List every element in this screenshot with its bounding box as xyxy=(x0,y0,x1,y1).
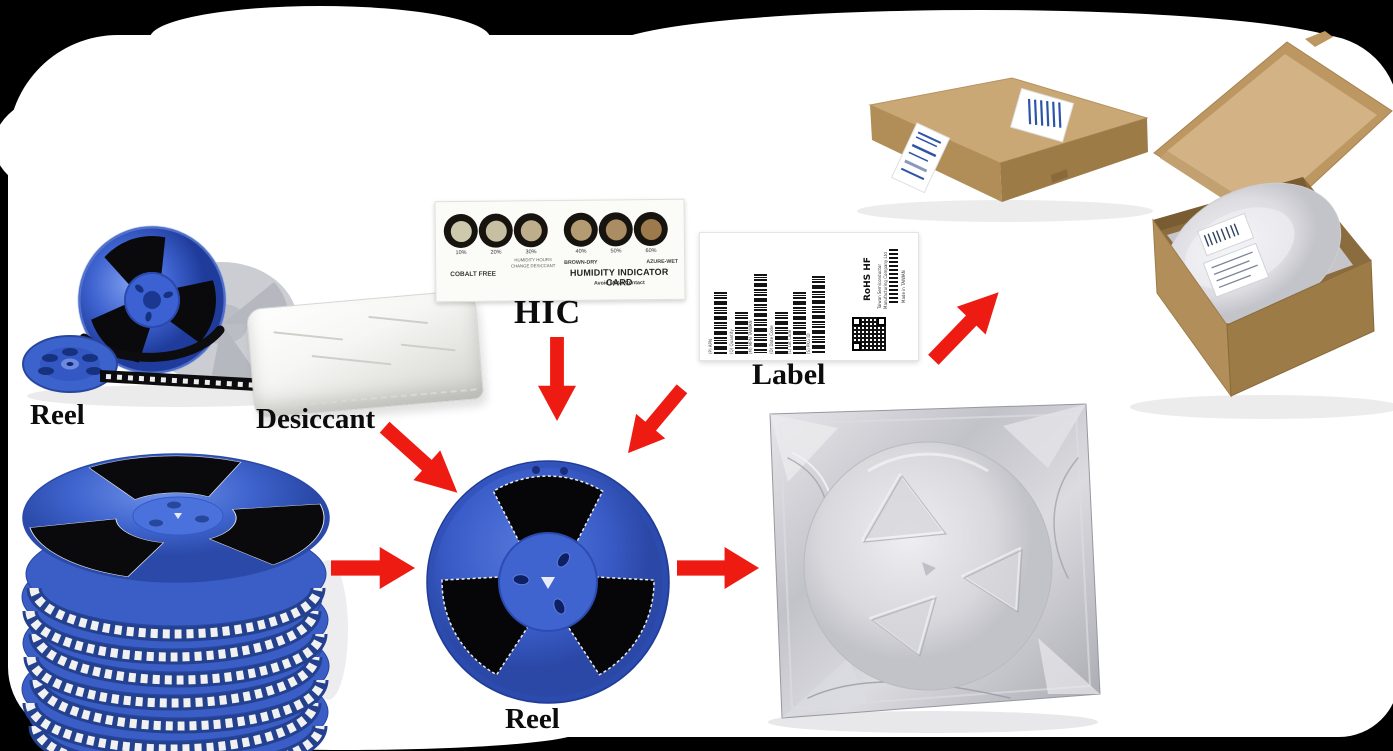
closed-box xyxy=(868,77,1149,202)
hic-spot xyxy=(478,213,513,248)
caption-label: Label xyxy=(752,358,826,391)
label-field: (M) MPN TAIWAN xyxy=(748,320,753,354)
caption-reel-source: Reel xyxy=(30,399,85,431)
box-side-label xyxy=(890,122,951,194)
barcode xyxy=(775,312,788,354)
packet-print-line xyxy=(400,343,456,352)
large-reel xyxy=(77,225,227,375)
label-field: (L) Lot Code xyxy=(787,329,792,354)
caption-reel-center: Reel xyxy=(505,703,560,735)
barcode xyxy=(735,312,748,354)
barcode xyxy=(889,249,898,303)
hic-spot xyxy=(633,211,668,247)
label-field: (Q) Quantity xyxy=(729,329,734,354)
hic-spot xyxy=(443,213,478,249)
hic-percent: 60% xyxy=(645,247,657,255)
shipping-boxes-photo xyxy=(855,25,1393,425)
barcode xyxy=(754,274,767,354)
center-reel-photo xyxy=(424,452,680,708)
barcode xyxy=(793,292,806,354)
box-top-label xyxy=(1009,87,1075,143)
shipping-barcode-label: (P) APN (Q) Quantity (M) MPN TAIWAN (D) … xyxy=(699,232,919,361)
hic-dry-wet-row: BROWN-DRY AZURE-WET xyxy=(564,258,679,266)
reel-stack-rims xyxy=(21,521,330,751)
humidity-indicator-card: 10% 20% 30% 40% 50% 60% HUMIDITY HOURS C… xyxy=(434,198,686,303)
arrow-label-to-reel xyxy=(613,377,696,466)
label-field: (P) APN xyxy=(708,339,713,354)
stack-top-reel xyxy=(22,453,330,583)
hic-cobalt-free: COBALT FREE xyxy=(450,270,497,279)
hic-spot xyxy=(513,213,548,248)
hic-percent: 50% xyxy=(610,248,622,255)
open-box xyxy=(1152,31,1393,398)
hic-spot xyxy=(563,212,598,247)
caption-hic: HIC xyxy=(514,294,582,331)
bagged-reel-in-box xyxy=(1164,182,1342,324)
moisture-barrier-bag-photo xyxy=(748,398,1112,736)
packet-print-line xyxy=(311,355,392,366)
canvas-blob-bump xyxy=(150,6,490,70)
packet-print-line xyxy=(273,331,344,341)
arrow-stack-to-reel xyxy=(331,547,415,589)
arrow-hic-to-reel xyxy=(538,337,576,421)
hic-percent: 40% xyxy=(575,248,587,255)
packet-print-line xyxy=(368,315,429,325)
arrow-desiccant-to-reel xyxy=(371,412,471,507)
canvas-blob-bump xyxy=(0,90,164,200)
source-reel-photo xyxy=(12,212,332,412)
hic-percent: 30% xyxy=(525,249,537,256)
hic-percent: 10% xyxy=(455,249,467,257)
caption-desiccant: Desiccant xyxy=(256,403,376,435)
reel-windows xyxy=(441,475,655,676)
stacked-reels-photo xyxy=(6,440,348,751)
qr-code xyxy=(852,317,886,351)
arrow-reel-to-bag xyxy=(677,547,759,589)
label-field: (S) PKG ID xyxy=(806,333,811,354)
desiccant-packet xyxy=(245,289,485,419)
hic-spot xyxy=(598,212,633,247)
small-reel xyxy=(22,335,118,393)
label-field: (D) Date Code xyxy=(769,325,774,354)
hic-percent: 20% xyxy=(490,249,502,256)
barcode xyxy=(812,276,825,354)
arrow-bag-to-box xyxy=(919,278,1013,373)
canvas-blob-bump xyxy=(610,10,1350,86)
barcode xyxy=(714,292,727,354)
